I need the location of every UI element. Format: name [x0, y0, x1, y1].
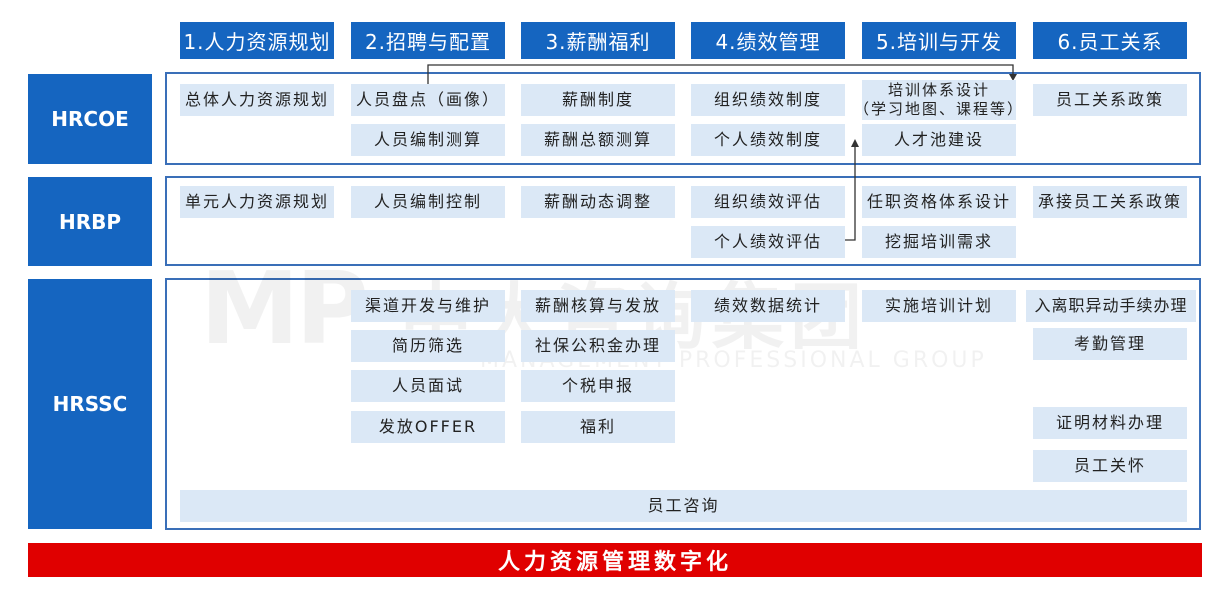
cell-hrcoe-staff-inventory: 人员盘点（画像）	[351, 84, 505, 116]
cell-hrcoe-pay-system: 薪酬制度	[521, 84, 675, 116]
column-header-training: 5.培训与开发	[862, 22, 1016, 59]
cell-hrbp-unit-hr-planning: 单元人力资源规划	[180, 186, 334, 218]
cell-hrssc-onboarding-offboarding: 入离职异动手续办理	[1026, 290, 1196, 322]
cell-hrssc-attendance: 考勤管理	[1033, 328, 1187, 360]
cell-hrbp-individual-performance-review: 个人绩效评估	[691, 226, 845, 258]
row-label-hrssc: HRSSC	[28, 279, 152, 529]
footer-banner-hr-digitalization: 人力资源管理数字化	[28, 543, 1202, 577]
cell-hrcoe-org-performance-system: 组织绩效制度	[691, 84, 845, 116]
cell-hrssc-training-implementation: 实施培训计划	[862, 290, 1016, 322]
cell-hrssc-benefits: 福利	[521, 411, 675, 443]
column-header-hr-planning: 1.人力资源规划	[180, 22, 334, 59]
column-header-employee-relations: 6.员工关系	[1033, 22, 1187, 59]
column-header-recruitment: 2.招聘与配置	[351, 22, 505, 59]
cell-hrssc-certificates: 证明材料办理	[1033, 407, 1187, 439]
cell-hrcoe-talent-pool: 人才池建设	[862, 124, 1016, 156]
panel-hrbp	[165, 176, 1201, 266]
cell-hrcoe-training-system-line1: 培训体系设计	[887, 81, 990, 100]
cell-hrssc-employee-consultation: 员工咨询	[180, 490, 1187, 522]
cell-hrcoe-individual-performance-system: 个人绩效制度	[691, 124, 845, 156]
cell-hrbp-employee-relations-policy: 承接员工关系政策	[1033, 186, 1187, 218]
cell-hrssc-social-insurance: 社保公积金办理	[521, 330, 675, 362]
cell-hrssc-resume-screening: 简历筛选	[351, 330, 505, 362]
cell-hrssc-employee-care: 员工关怀	[1033, 450, 1187, 482]
cell-hrbp-dynamic-pay-adjustment: 薪酬动态调整	[521, 186, 675, 218]
cell-hrcoe-headcount-calc: 人员编制测算	[351, 124, 505, 156]
cell-hrbp-training-needs: 挖掘培训需求	[862, 226, 1016, 258]
cell-hrssc-interview: 人员面试	[351, 370, 505, 402]
cell-hrcoe-overall-hr-planning: 总体人力资源规划	[180, 84, 334, 116]
cell-hrssc-tax-filing: 个税申报	[521, 370, 675, 402]
cell-hrcoe-total-pay-calc: 薪酬总额测算	[521, 124, 675, 156]
row-label-hrcoe: HRCOE	[28, 74, 152, 164]
cell-hrcoe-training-system-line2: （学习地图、课程等）	[854, 100, 1025, 118]
cell-hrssc-channel-development: 渠道开发与维护	[351, 290, 505, 322]
cell-hrbp-headcount-control: 人员编制控制	[351, 186, 505, 218]
column-header-performance: 4.绩效管理	[691, 22, 845, 59]
cell-hrssc-performance-statistics: 绩效数据统计	[691, 290, 845, 322]
cell-hrssc-send-offer: 发放OFFER	[351, 411, 505, 443]
row-label-hrbp: HRBP	[28, 177, 152, 266]
cell-hrbp-org-performance-review: 组织绩效评估	[691, 186, 845, 218]
cell-hrcoe-training-system-design: 培训体系设计 （学习地图、课程等）	[854, 80, 1022, 120]
cell-hrssc-payroll: 薪酬核算与发放	[521, 290, 675, 322]
cell-hrcoe-employee-relations-policy: 员工关系政策	[1033, 84, 1187, 116]
cell-hrbp-qualification-system: 任职资格体系设计	[862, 186, 1016, 218]
column-header-compensation: 3.薪酬福利	[521, 22, 675, 59]
